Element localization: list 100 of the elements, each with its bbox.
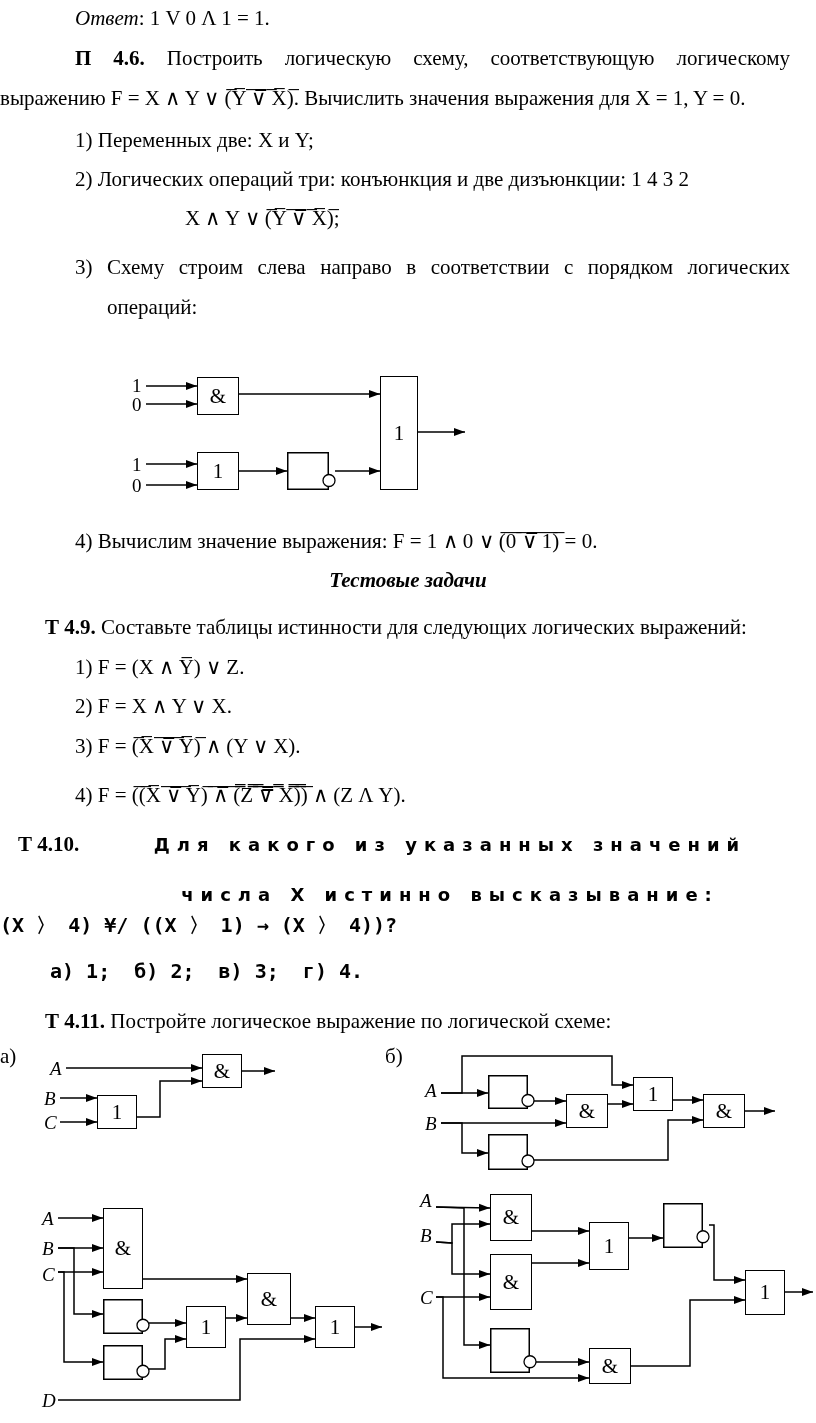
wire-arrow [57,1271,104,1366]
output-arrow [354,1323,383,1331]
input-value: 0 [132,476,146,494]
input-label: C [42,1264,58,1284]
output-arrow [241,1067,276,1075]
wire-arrow [531,1227,590,1235]
and-gate: & [490,1254,532,1310]
and-gate: & [490,1194,532,1241]
list-item: 1) Переменных две: X и Y; [75,127,315,153]
expression: (X 〉 4) ¥/ ((X 〉 1) → (X 〉 4))? [0,912,399,938]
wire-arrow [533,1116,704,1161]
input-label: C [420,1287,436,1307]
wire-arrow [607,1100,634,1108]
subfigure-label: б) [385,1043,404,1069]
input-label: A [42,1208,58,1228]
input-value: 1 [132,376,146,394]
or-gate: 1 [315,1306,355,1348]
input-label: B [42,1238,58,1258]
task-paragraph: П 4.6. Построить логическую схему, соответствующую логическому выражению F = X ∧ Y ∨ (̅Y̅ ̅∨̅ ̅X̅)̅. Вычислить значения выражения для X = 1, Y = 0. [0,45,790,112]
wire-arrow [136,1077,203,1118]
formula: 4) F = (̅(̅X̅ ̅∨̅ ̅Y̅)̅ ̅∧̅ ̅(̿Z̿ ̿∨̿ ̿X̿)̿)̅ ∧ (Z Λ Y). [75,782,407,808]
or-gate: 1 [589,1222,629,1270]
input-label: B [425,1113,441,1133]
inverter-gate [490,1328,537,1373]
wire-arrow [59,1118,98,1126]
input-label: A [425,1080,441,1100]
input-label: C [44,1112,60,1132]
wire-arrow [238,467,288,475]
wire-arrow [290,1314,316,1322]
wire-arrow [57,1247,104,1318]
section-heading: Тестовые задачи [328,567,488,593]
inverter-gate [287,452,336,490]
formula: X ∧ Y ∨ (̅Y̅ ̅∨̅ ̅X̅)̅; [185,205,341,231]
wire-arrow [148,1335,187,1370]
wire-arrow [145,460,198,468]
wire-arrow [225,1314,248,1322]
wire-arrow [65,1064,203,1072]
or-gate: 1 [197,452,239,490]
input-label: A [50,1058,66,1078]
wire-arrow [531,1259,590,1267]
wire-arrow [145,481,198,489]
and-gate: & [103,1208,143,1289]
wire-arrow [145,382,198,390]
wire-arrow [630,1296,746,1367]
answer-line: Ответ: 1 V 0 Λ 1 = 1. [75,5,271,31]
or-gate: 1 [380,376,418,490]
and-gate: & [589,1348,631,1384]
and-gate: & [197,377,239,415]
wire-arrow [535,1358,590,1366]
output-arrow [417,428,466,436]
subfigure-label: а) [0,1043,18,1069]
inverter-gate [663,1203,710,1248]
list-item: 4) Вычислим значение выражения: F = 1 ∧ 0 ∨ (̅0̅ ̅∨̅ ̅1̅)̅ = 0. [75,528,599,554]
wire-arrow [435,1206,491,1349]
output-arrow [744,1107,776,1115]
formula: 3) F = (̅X̅ ̅∨̅ ̅Y̅)̅ ∧ (Y ∨ X). [75,733,302,759]
wire-arrow [628,1234,664,1242]
wire-arrow [57,1335,316,1401]
and-gate: & [703,1094,745,1128]
wire-arrow [145,400,198,408]
answer-options: а) 1; б) 2; в) 3; г) 4. [50,958,750,984]
and-gate: & [247,1273,291,1325]
input-value: 1 [132,455,146,473]
input-label: D [42,1390,58,1410]
task-statement: Для какого из указанных значений числа X истинно высказывание: [152,833,748,907]
wire-arrow [440,1055,634,1094]
formula: 1) F = (X ∧ Y̅) ∨ Z. [75,654,246,680]
wire-arrow [533,1097,567,1105]
wire-arrow [435,1296,590,1382]
or-gate: 1 [97,1095,137,1129]
task-statement: Т 4.11. Постройте логическое выражение по логической схеме: [45,1008,613,1034]
list-item: 3) Схему строим слева направо в соответствии с порядком логических операций: [75,254,790,321]
wire-arrow [334,467,381,475]
wire-arrow [435,1241,491,1278]
input-value: 0 [132,395,146,413]
input-label: B [44,1088,60,1108]
task-statement: Т 4.9. Составьте таблицы истинности для следующих логических выражений: [45,614,748,640]
output-arrow [784,1288,814,1296]
inverter-gate [103,1345,150,1380]
wire-arrow [57,1214,104,1222]
formula: 2) F = X ∧ Y ∨ X. [75,693,233,719]
wire-arrow [238,390,381,398]
inverter-gate [103,1299,150,1334]
input-label: B [420,1225,436,1245]
input-label: A [420,1190,436,1210]
wire-arrow [708,1224,746,1284]
inverter-gate [488,1075,535,1109]
or-gate: 1 [186,1306,226,1348]
list-item: 2) Логических операций три: конъюнкция и две дизъюнкции: 1 4 3 2 [75,166,690,192]
wire-arrow [672,1096,704,1104]
or-gate: 1 [745,1270,785,1315]
wire-arrow [440,1122,489,1157]
and-gate: & [566,1094,608,1128]
or-gate: 1 [633,1077,673,1111]
wire-arrow [59,1094,98,1102]
wire-arrow [148,1319,187,1327]
wire-arrow [142,1275,248,1283]
inverter-gate [488,1134,535,1170]
task-number: Т 4.10. [18,831,81,857]
and-gate: & [202,1054,242,1088]
